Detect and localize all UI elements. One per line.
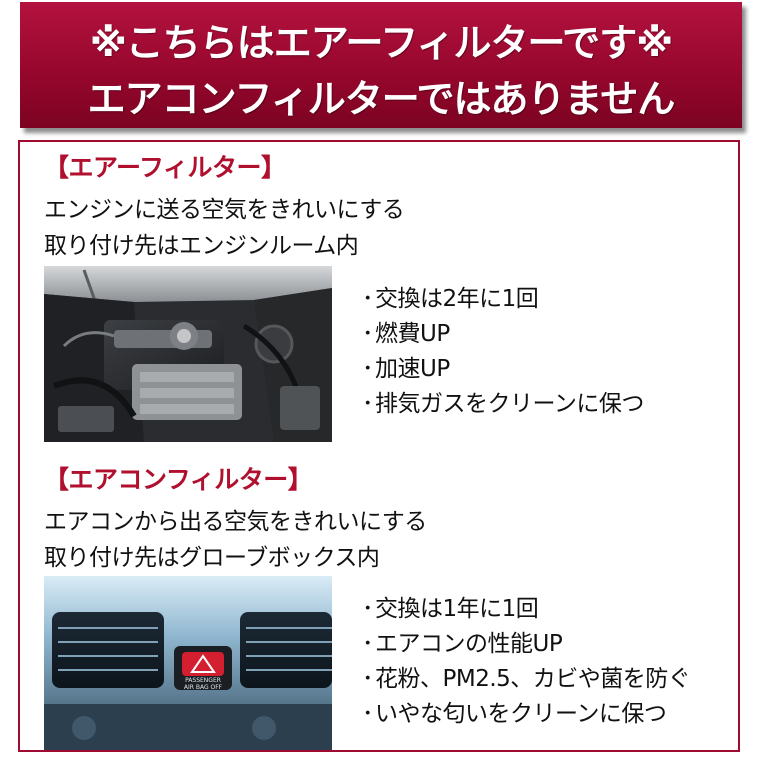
info-panel: 【エアーフィルター】 エンジンに送る空気をきれいにする 取り付け先はエンジンルー… [18, 140, 740, 752]
ac-filter-bullets: 交換は1年に1回 エアコンの性能UP 花粉、PM2.5、カビや菌を防ぐ いやな匂… [362, 592, 691, 732]
air-filter-desc-2: 取り付け先はエンジンルーム内 [44, 233, 359, 259]
bullet-item: 燃費UP [362, 317, 644, 352]
bullet-item: 排気ガスをクリーンに保つ [362, 387, 644, 422]
ac-filter-heading: 【エアコンフィルター】 [44, 465, 313, 494]
bullet-item: 交換は2年に1回 [362, 282, 644, 317]
bullet-item: いやな匂いをクリーンに保つ [362, 697, 690, 732]
engine-bay-photo [44, 266, 332, 442]
air-filter-heading: 【エアーフィルター】 [44, 153, 286, 182]
air-filter-bullets: 交換は2年に1回 燃費UP 加速UP 排気ガスをクリーンに保つ [362, 282, 644, 422]
banner-line-1: ※こちらはエアーフィルターです※ [89, 21, 673, 65]
bullet-item: 花粉、PM2.5、カビや菌を防ぐ [362, 662, 691, 697]
photo-label-2: AIR BAG OFF [184, 684, 223, 691]
bullet-item: 交換は1年に1回 [362, 592, 690, 627]
ac-filter-desc-2: 取り付け先はグローブボックス内 [44, 545, 380, 571]
air-filter-desc-1: エンジンに送る空気をきれいにする [44, 197, 405, 223]
banner-line-2: エアコンフィルターではありません [87, 77, 676, 121]
bullet-item: エアコンの性能UP [362, 627, 690, 662]
dashboard-vent-photo: PASSENGER AIR BAG OFF [44, 576, 332, 750]
notice-banner: ※こちらはエアーフィルターです※ エアコンフィルターではありません [20, 2, 742, 128]
bullet-item: 加速UP [362, 352, 644, 387]
ac-filter-desc-1: エアコンから出る空気をきれいにする [44, 509, 427, 535]
photo-label-1: PASSENGER [185, 677, 221, 684]
